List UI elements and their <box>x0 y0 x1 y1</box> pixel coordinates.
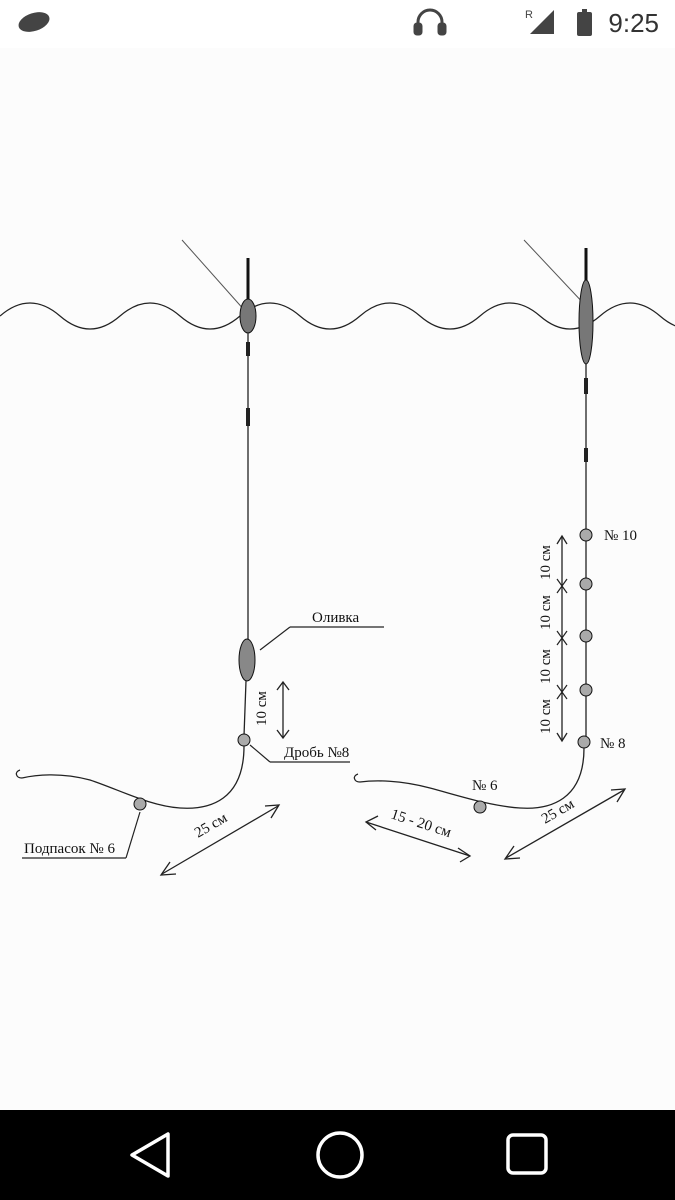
recents-button[interactable] <box>506 1133 548 1175</box>
right-shot-8 <box>577 735 591 749</box>
right-distance-arrow-head-b <box>457 847 472 863</box>
network-type-label: R <box>525 9 533 21</box>
right-distance-arrow <box>365 821 471 857</box>
seg-arrow-head-bottom <box>556 732 568 743</box>
shot-8-label: Дробь №8 <box>284 745 349 761</box>
olive-weight <box>238 638 256 682</box>
battery-icon <box>577 9 592 36</box>
status-icons: R <box>18 8 592 36</box>
recents-icon <box>506 1133 548 1175</box>
nav-buttons <box>130 1131 548 1179</box>
left-gap-label: 10 см <box>254 691 270 726</box>
navigation-bar <box>0 1110 675 1200</box>
seg-arrow-head-top <box>556 534 568 545</box>
seg-divider-1 <box>556 578 568 594</box>
right-no6-label: № 6 <box>472 778 498 794</box>
water-surface <box>0 302 675 330</box>
left-float-body <box>239 298 257 334</box>
right-shot-4 <box>579 683 593 697</box>
left-gap-arrow-head-top <box>276 680 290 691</box>
right-no10-label: № 10 <box>604 528 637 544</box>
home-button[interactable] <box>316 1131 364 1179</box>
seg-3-label: 10 см <box>538 649 554 684</box>
left-gap-arrow-head-bottom <box>276 729 290 740</box>
left-lower-line <box>243 680 247 737</box>
left-float-stop-1 <box>246 342 250 356</box>
seg-4-label: 10 см <box>538 699 554 734</box>
rig-diagram: Оливка 10 см Дробь №8 Подпасок № 6 25 см <box>0 48 675 1110</box>
right-distance-arrow-head-a <box>364 815 379 831</box>
left-rig: Оливка 10 см Дробь №8 Подпасок № 6 25 см <box>15 239 384 876</box>
app-logo-icon <box>18 12 50 32</box>
left-leader <box>21 745 245 809</box>
right-leader-arrow <box>505 789 625 859</box>
left-leader-arrow-head-a <box>159 861 177 876</box>
right-no8-label: № 8 <box>600 736 626 752</box>
home-icon <box>316 1131 364 1179</box>
right-shot-2 <box>579 577 593 591</box>
right-shot-3 <box>579 629 593 643</box>
back-icon <box>130 1132 170 1178</box>
olive-label-pointer <box>259 626 291 651</box>
right-leader-arrow-head-a <box>503 845 521 860</box>
rig-diagram-svg: Оливка 10 см Дробь №8 Подпасок № 6 25 см <box>0 239 675 876</box>
status-bar: R 9:25 <box>0 0 675 48</box>
right-float-stop-2 <box>584 448 588 462</box>
status-clock: 9:25 <box>608 8 659 38</box>
right-leader-arrow-head-b <box>610 788 627 803</box>
seg-1-label: 10 см <box>538 545 554 580</box>
headphones-icon <box>413 8 447 36</box>
seg-2-label: 10 см <box>538 595 554 630</box>
shot-8-label-pointer <box>249 744 271 763</box>
seg-divider-2 <box>556 630 568 646</box>
right-shot-6 <box>473 800 487 814</box>
right-shot-10 <box>579 528 593 542</box>
left-leader-arrow <box>161 805 279 875</box>
olive-label: Оливка <box>312 610 359 626</box>
left-leader-arrow-head-b <box>264 804 281 819</box>
left-float-stop-2 <box>246 408 250 426</box>
left-sub-weight <box>133 797 147 811</box>
left-shot-8 <box>237 733 251 747</box>
sub-weight-label-pointer <box>125 811 141 859</box>
right-float-body <box>578 279 594 365</box>
left-hook-icon <box>15 769 23 779</box>
right-rod-line <box>523 239 587 307</box>
back-button[interactable] <box>130 1132 170 1178</box>
right-rig: № 10 № 8 10 см 10 см 10 см 10 см № 6 15 … <box>353 239 637 863</box>
sub-weight-label: Подпасок № 6 <box>24 841 115 857</box>
seg-divider-3 <box>556 684 568 700</box>
cell-signal-icon <box>530 10 554 34</box>
right-float-stop-1 <box>584 378 588 394</box>
left-rod-line <box>181 239 247 313</box>
right-hook-icon <box>353 773 361 783</box>
right-distance-label: 15 - 20 см <box>389 807 454 842</box>
